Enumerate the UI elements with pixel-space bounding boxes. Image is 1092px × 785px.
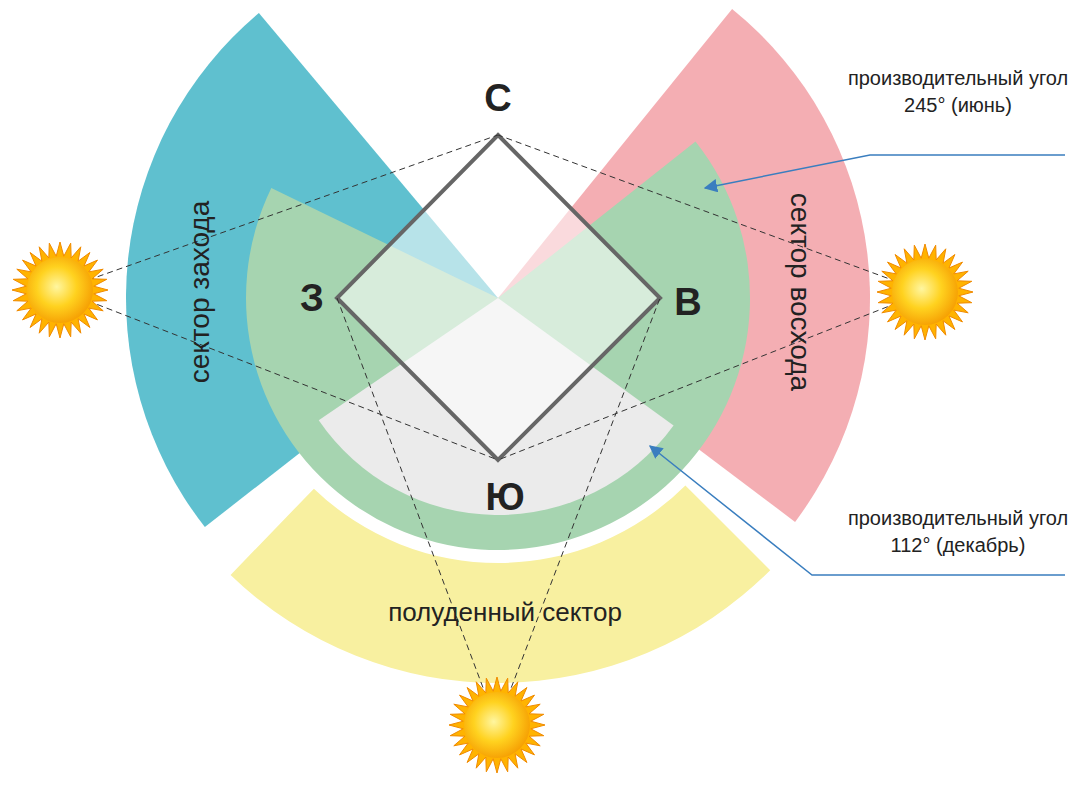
sun-icon: [449, 677, 545, 773]
sector-title: полуденный сектор: [388, 597, 622, 628]
sun-rays: [60, 135, 925, 725]
compass-letter: З: [300, 279, 324, 317]
noon-label: полуденный сектор: [388, 597, 622, 628]
sector-title: сектор захода: [184, 201, 216, 384]
callout-text: производительный угол 245° (июнь): [836, 65, 1081, 119]
compass-square: [337, 135, 660, 460]
leader-line: [705, 155, 1065, 188]
callout-text: производительный угол 112° (декабрь): [836, 505, 1081, 559]
sector-title: сектор восхода: [784, 193, 816, 391]
sun-icon: [877, 244, 973, 340]
sun-icon: [12, 242, 108, 338]
sunrise-label: сектор восхода: [784, 193, 816, 391]
compass-letter: С: [484, 79, 511, 117]
compass-letter: В: [674, 283, 701, 321]
sunset-label: сектор захода: [184, 201, 216, 384]
compass-letter: Ю: [485, 478, 524, 516]
